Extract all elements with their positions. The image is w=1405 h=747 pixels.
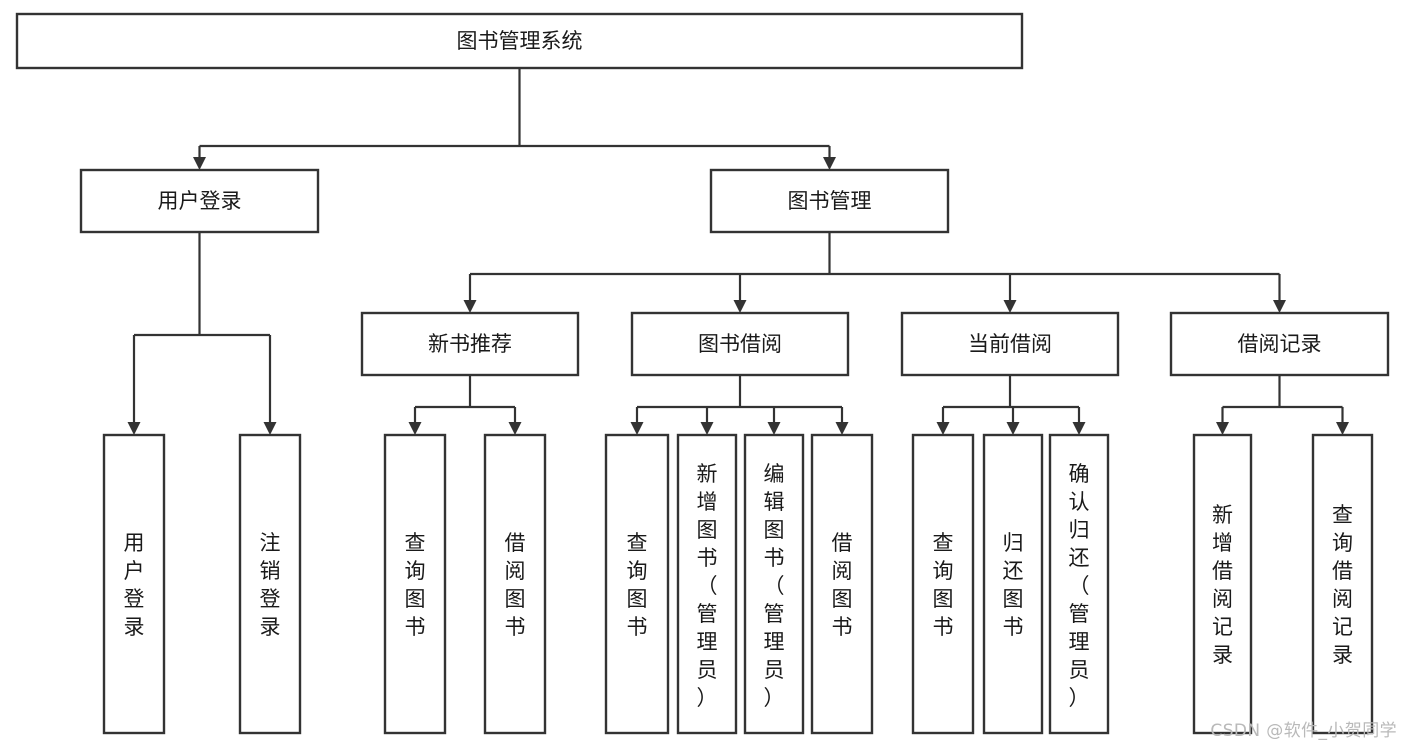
node-box [1048, 433, 1110, 735]
arrow-head-icon [408, 422, 422, 435]
node-label: 查询图书 [405, 531, 426, 639]
node-box [911, 433, 975, 735]
arrow-head-icon [700, 422, 714, 435]
node-l_borrowbook2[interactable]: 借阅图书 [810, 433, 874, 735]
node-box [383, 433, 447, 735]
node-n_borrow[interactable]: 图书借阅 [630, 311, 850, 377]
node-label: 查询图书 [933, 531, 954, 639]
node-box [982, 433, 1044, 735]
arrow-head-icon [767, 422, 781, 435]
node-box [483, 433, 547, 735]
node-l_addbook[interactable]: 新增图书（管理员） [676, 433, 738, 735]
edges-from-n_newrec [408, 375, 522, 435]
node-n_current[interactable]: 当前借阅 [900, 311, 1120, 377]
arrow-head-icon [1273, 300, 1286, 313]
arrow-head-icon [936, 422, 950, 435]
node-label: 图书管理 [788, 189, 872, 213]
node-l_borrowbook1[interactable]: 借阅图书 [483, 433, 547, 735]
node-label: 编辑图书（管理员） [764, 462, 785, 710]
edges-from-n_login [127, 232, 277, 435]
node-box [810, 433, 874, 735]
node-box [1311, 433, 1374, 735]
arrow-head-icon [733, 300, 747, 313]
node-label: 确认归还（管理员） [1069, 462, 1090, 710]
edges-from-n_current [936, 375, 1086, 435]
node-n_bookmgmt[interactable]: 图书管理 [709, 168, 950, 234]
edges-from-n_record [1216, 375, 1349, 435]
node-n_newrec[interactable]: 新书推荐 [360, 311, 580, 377]
node-label: 归还图书 [1003, 531, 1024, 639]
node-l_confirmreturn[interactable]: 确认归还（管理员） [1048, 433, 1110, 735]
node-root[interactable]: 图书管理系统 [15, 12, 1024, 70]
edges-from-n_bookmgmt [463, 232, 1286, 313]
arrow-head-icon [1006, 422, 1020, 435]
node-l_query2[interactable]: 查询图书 [604, 433, 670, 735]
node-l_logout[interactable]: 注销登录 [238, 433, 302, 735]
node-box [1192, 433, 1253, 735]
arrow-head-icon [1336, 422, 1349, 435]
node-box [604, 433, 670, 735]
node-label: 图书借阅 [698, 332, 782, 356]
node-box [1169, 311, 1390, 377]
node-l_query3[interactable]: 查询图书 [911, 433, 975, 735]
node-label: 用户登录 [124, 531, 145, 639]
node-label: 注销登录 [260, 531, 281, 639]
arrow-head-icon [1072, 422, 1086, 435]
node-label: 借阅记录 [1238, 332, 1322, 356]
arrow-head-icon [127, 422, 141, 435]
node-l_query1[interactable]: 查询图书 [383, 433, 447, 735]
node-label: 用户登录 [158, 189, 242, 213]
node-n_login[interactable]: 用户登录 [79, 168, 320, 234]
node-label: 新书推荐 [428, 332, 512, 356]
node-box [709, 168, 950, 234]
node-l_userlogin[interactable]: 用户登录 [102, 433, 166, 735]
node-box [900, 311, 1120, 377]
arrow-head-icon [835, 422, 849, 435]
node-n_record[interactable]: 借阅记录 [1169, 311, 1390, 377]
node-label: 图书管理系统 [457, 29, 583, 53]
connector-layer [127, 68, 1349, 435]
arrow-head-icon [508, 422, 522, 435]
arrow-head-icon [1003, 300, 1017, 313]
node-l_queryrecord[interactable]: 查询借阅记录 [1311, 433, 1374, 735]
node-box [79, 168, 320, 234]
node-label: 当前借阅 [968, 332, 1052, 356]
node-l_addrecord[interactable]: 新增借阅记录 [1192, 433, 1253, 735]
arrow-head-icon [193, 157, 206, 170]
node-label: 借阅图书 [832, 531, 853, 639]
edges-from-n_borrow [630, 375, 849, 435]
arrow-head-icon [263, 422, 277, 435]
node-label: 借阅图书 [505, 531, 526, 639]
node-box [238, 433, 302, 735]
arrow-head-icon [1216, 422, 1229, 435]
node-box [102, 433, 166, 735]
node-layer: 图书管理系统用户登录图书管理新书推荐图书借阅当前借阅借阅记录用户登录注销登录查询… [15, 12, 1390, 735]
node-label: 新增借阅记录 [1212, 503, 1233, 667]
arrow-head-icon [823, 157, 836, 170]
node-box [360, 311, 580, 377]
arrow-head-icon [463, 300, 477, 313]
arrow-head-icon [630, 422, 644, 435]
node-box [15, 12, 1024, 70]
node-label: 查询图书 [627, 531, 648, 639]
node-l_editbook[interactable]: 编辑图书（管理员） [743, 433, 805, 735]
node-label: 新增图书（管理员） [697, 462, 718, 710]
edges-from-root [193, 68, 836, 170]
node-label: 查询借阅记录 [1332, 503, 1353, 667]
node-box [743, 433, 805, 735]
node-l_return[interactable]: 归还图书 [982, 433, 1044, 735]
node-box [676, 433, 738, 735]
node-box [630, 311, 850, 377]
